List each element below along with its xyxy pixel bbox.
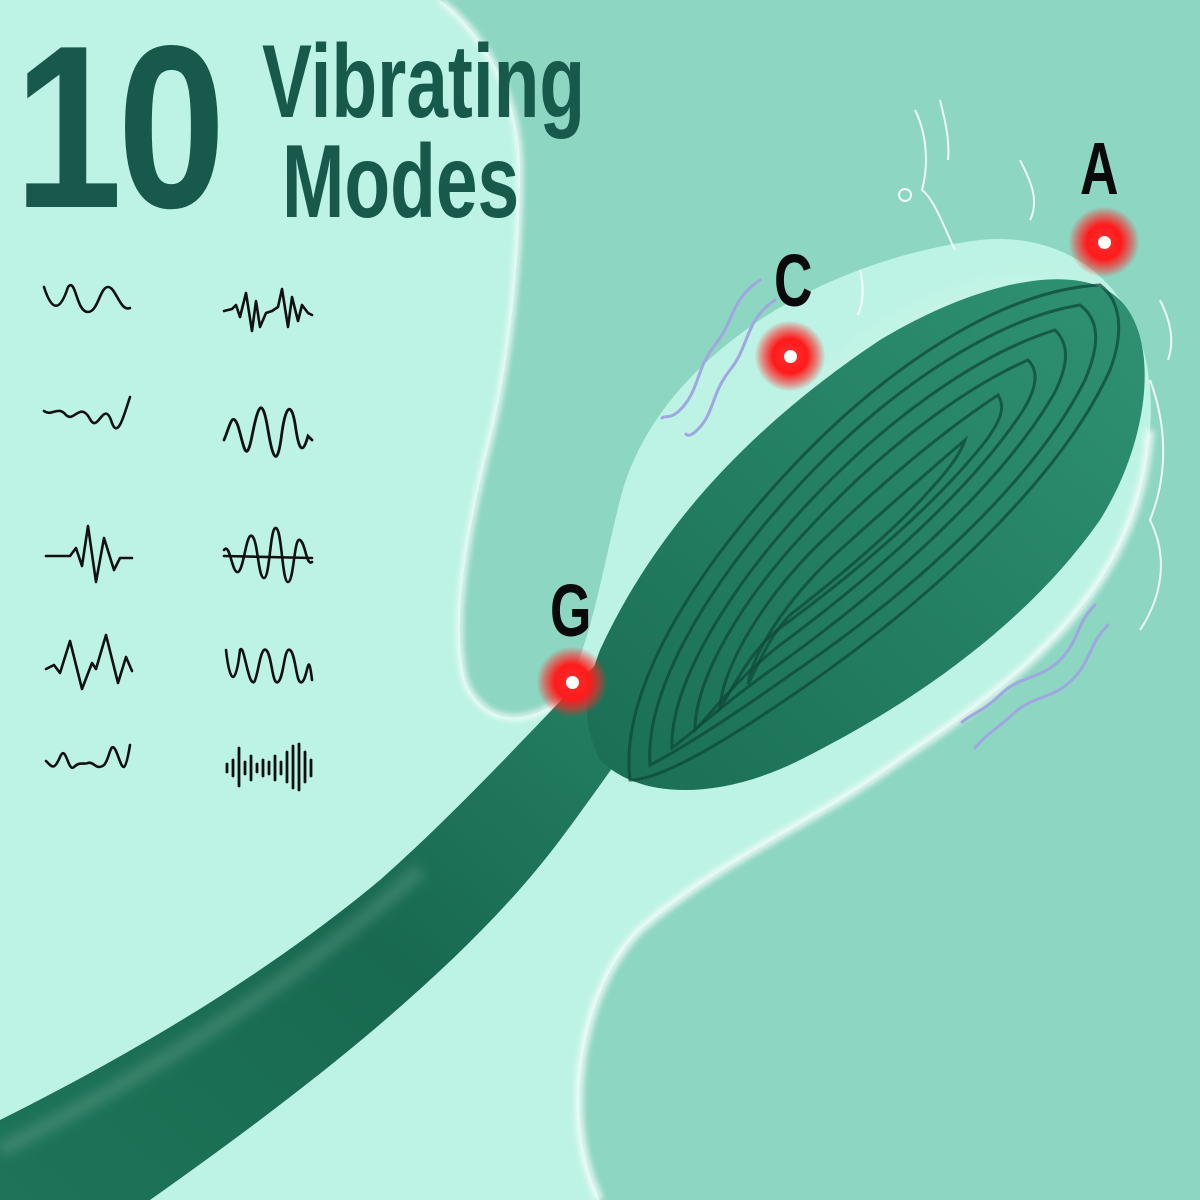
audio-bars-icon (225, 742, 313, 792)
sine-wave-icon (42, 283, 132, 314)
rapid-sine-wave-icon (224, 647, 314, 684)
hotspot-dot-c (755, 321, 825, 391)
headline-line2: Modes (282, 124, 520, 240)
escalating-wave-icon (42, 395, 132, 430)
wave-pause-wave-icon (44, 743, 132, 770)
hotspot-dot-g (537, 647, 607, 717)
overlapping-wave-icon (222, 526, 314, 584)
hotspot-dot-a (1069, 207, 1139, 277)
jagged-wave-icon (44, 633, 134, 691)
hotspot-label-a: A (1080, 127, 1119, 210)
headline-line1: Vibrating (262, 24, 586, 140)
mode-count: 10 (14, 0, 226, 257)
single-spike-wave-icon (44, 524, 134, 584)
burst-wave-icon (222, 406, 314, 458)
irregular-pulse-wave-icon (222, 287, 314, 333)
hotspot-label-g: G (550, 569, 592, 652)
hotspot-label-c: C (774, 239, 813, 322)
